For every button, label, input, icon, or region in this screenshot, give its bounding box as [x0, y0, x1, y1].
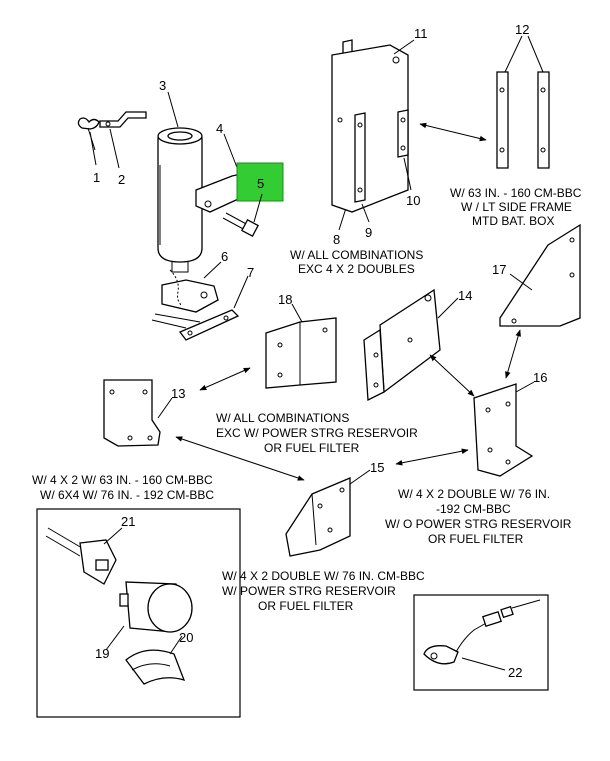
part-12-rails	[496, 71, 550, 169]
label-4: 4	[216, 121, 223, 136]
caption-double-cm-line2: W/ POWER STRG RESERVOIR	[222, 584, 396, 598]
caption-double-line4: OR FUEL FILTER	[428, 532, 524, 546]
part-14-plate	[363, 288, 441, 402]
label-3: 3	[159, 78, 166, 93]
part-16-bracket	[473, 383, 534, 477]
label-8: 8	[333, 232, 340, 247]
part-17-bracket	[499, 223, 581, 327]
caption-reservoir-line3: OR FUEL FILTER	[264, 441, 360, 455]
caption-double-cm-line1: W/ 4 X 2 DOUBLE W/ 76 IN. CM-BBC	[222, 569, 425, 583]
label-20: 20	[179, 630, 193, 645]
part-20-clip	[125, 649, 186, 685]
part-21-connector	[45, 527, 117, 585]
part-2-clamp	[99, 111, 147, 128]
part-11-plate	[331, 44, 409, 213]
part-6-bracket	[151, 269, 219, 329]
label-22: 22	[508, 665, 522, 680]
caption-reservoir-line2: EXC W/ POWER STRG RESERVOIR	[216, 426, 418, 440]
part-10-bar	[397, 109, 409, 158]
caption-frame-line3: MTD BAT. BOX	[472, 214, 554, 228]
part-13-bracket	[103, 379, 161, 447]
part-5-highlight[interactable]	[236, 162, 284, 202]
caption-double-cm-line3: OR FUEL FILTER	[258, 599, 354, 613]
caption-wheelbase-line1: W/ 4 X 2 W/ 63 IN. - 160 CM-BBC	[32, 473, 213, 487]
label-10: 10	[406, 193, 420, 208]
label-13: 13	[171, 386, 185, 401]
label-9: 9	[365, 225, 372, 240]
label-15: 15	[370, 460, 384, 475]
caption-double-line3: W/ O POWER STRG RESERVOIR	[385, 517, 572, 531]
part-1-wing-screw	[77, 117, 100, 151]
inset-box-sensor	[36, 508, 241, 718]
label-17: 17	[492, 262, 506, 277]
label-11: 11	[414, 26, 428, 41]
part-22-lead	[423, 599, 541, 665]
part-19-sensor	[119, 581, 193, 633]
part-15-bracket	[285, 477, 351, 557]
label-1: 1	[93, 170, 100, 185]
part-3-filter-canister	[157, 127, 203, 273]
caption-all-combos-line2: EXC 4 X 2 DOUBLES	[298, 262, 415, 276]
part-5-bolt	[222, 212, 259, 237]
label-5: 5	[257, 176, 264, 191]
label-6: 6	[221, 249, 228, 264]
caption-frame-line1: W/ 63 IN. - 160 CM-BBC	[450, 186, 582, 200]
caption-wheelbase-line2: W/ 6X4 W/ 76 IN. - 192 CM-BBC	[40, 488, 214, 502]
label-16: 16	[533, 370, 547, 385]
label-19: 19	[95, 646, 109, 661]
label-18: 18	[278, 292, 292, 307]
caption-double-line1: W/ 4 X 2 DOUBLE W/ 76 IN.	[398, 487, 550, 501]
part-18-bracket	[265, 317, 337, 389]
part-9-rail	[354, 112, 366, 203]
caption-frame-line2: W / LT SIDE FRAME	[461, 200, 572, 214]
label-21: 21	[121, 514, 135, 529]
caption-all-combos-line1: W/ ALL COMBINATIONS	[290, 248, 423, 262]
label-2: 2	[118, 172, 125, 187]
label-12: 12	[515, 22, 529, 37]
caption-reservoir-line1: W/ ALL COMBINATIONS	[216, 411, 349, 425]
label-7: 7	[247, 265, 254, 280]
caption-double-line2: -192 CM-BBC	[436, 502, 511, 516]
label-14: 14	[458, 288, 472, 303]
part-7-strap	[178, 309, 240, 341]
inset-box-lead	[413, 594, 549, 691]
